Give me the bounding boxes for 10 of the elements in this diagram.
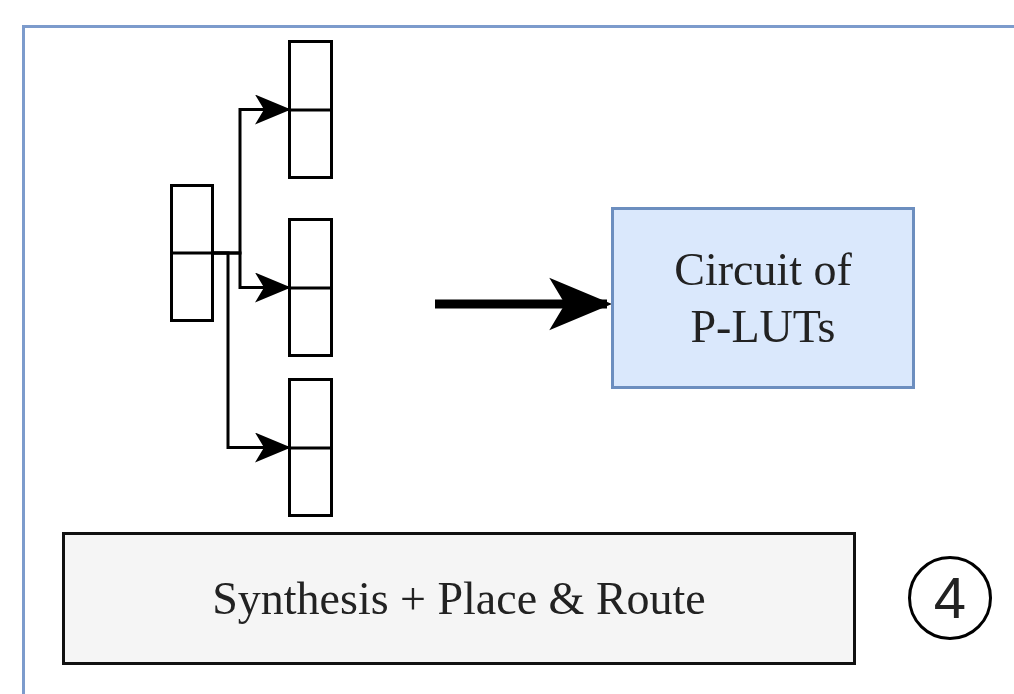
box-label: Synthesis + Place & Route xyxy=(212,571,706,626)
arrow xyxy=(435,277,613,331)
lut-box xyxy=(288,218,333,357)
process-box xyxy=(611,207,915,389)
lut-box xyxy=(170,184,214,322)
step-number: 4 xyxy=(933,563,967,632)
lut-box xyxy=(288,378,333,517)
process-box xyxy=(62,532,856,665)
box-label: Circuit of P-LUTs xyxy=(673,242,853,354)
lut-box xyxy=(288,40,333,179)
